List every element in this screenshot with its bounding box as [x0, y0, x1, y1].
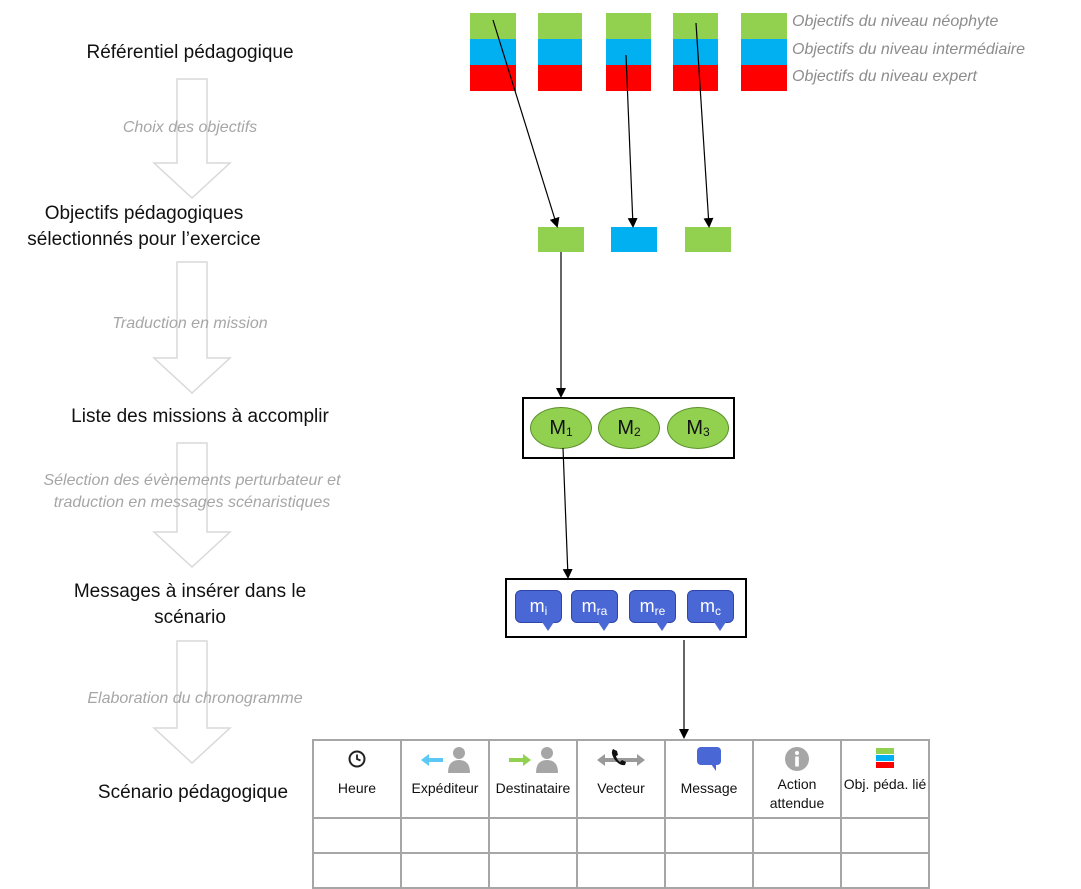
objective-cell-neophyte: [538, 13, 582, 39]
objective-stack-icon: [876, 748, 894, 768]
stage-scenario: Scénario pédagogique: [97, 782, 289, 803]
objective-cell-neophyte: [606, 13, 651, 39]
objective-cell-intermediaire: [606, 39, 651, 65]
message-mi-sub: i: [544, 603, 548, 618]
message-mc-sub: c: [715, 603, 721, 618]
objective-cell-intermediaire: [741, 39, 787, 65]
table-cell: [312, 817, 402, 854]
sender-person-icon: [421, 747, 470, 773]
message-mc-base: m: [700, 596, 715, 616]
message-mra-base: m: [581, 596, 597, 616]
connector-neophyte-to-selected: [492, 19, 560, 228]
stage-referentiel: Référentiel pédagogique: [86, 42, 294, 63]
table-cell: [400, 817, 490, 854]
objective-cell-neophyte: [470, 13, 516, 39]
table-header-objectif: Obj. péda. lié: [840, 739, 930, 819]
table-cell: [488, 817, 578, 854]
objective-cell-neophyte: [673, 13, 718, 39]
table-header-label: Vecteur: [597, 780, 645, 796]
flow-arrow-1: [152, 78, 232, 200]
selected-objective-intermediaire: [611, 227, 657, 252]
objective-cell-intermediaire: [673, 39, 718, 65]
stage-objectifs-selectionnes: Objectifs pédagogiques sélectionnés pour…: [27, 203, 261, 250]
selected-objective-neophyte: [538, 227, 584, 252]
objective-cell-neophyte: [741, 13, 787, 39]
table-row: [312, 817, 930, 854]
table-header-row: Heure Expéditeur: [312, 739, 930, 819]
info-icon: [785, 747, 809, 771]
table-header-label: Expéditeur: [411, 780, 479, 796]
message-mi-base: m: [529, 596, 545, 616]
legend-expert: Objectifs du niveau expert: [792, 68, 977, 85]
mission-m3-sub: 3: [702, 425, 710, 439]
recipient-person-icon: [509, 747, 558, 773]
step-traduction-mission: Traduction en mission: [112, 315, 268, 332]
stage-messages: Messages à insérer dans le scénario: [73, 581, 307, 628]
connector-missions-to-messages: [562, 447, 573, 579]
mission-m2-base: M: [617, 416, 634, 439]
table-cell: [576, 817, 666, 854]
table-header-label: Action attendue: [769, 776, 825, 811]
stage-missions: Liste des missions à accomplir: [71, 406, 329, 427]
mission-m1-sub: 1: [565, 425, 573, 439]
mission-m3-base: M: [686, 416, 703, 439]
step-selection-evenements: Sélection des évènements perturbateur et…: [43, 472, 341, 511]
objective-cell-expert: [673, 65, 718, 91]
table-header-expediteur: Expéditeur: [400, 739, 490, 819]
legend-neophyte: Objectifs du niveau néophyte: [792, 13, 999, 30]
mission-m1-base: M: [549, 416, 566, 439]
step-elaboration-chronogramme: Elaboration du chronogramme: [87, 690, 303, 707]
message-mre-base: m: [639, 596, 655, 616]
table-header-action: Action attendue: [752, 739, 842, 819]
objective-cell-expert: [741, 65, 787, 91]
table-cell: [752, 817, 842, 854]
table-header-message: Message: [664, 739, 754, 819]
table-header-heure: Heure: [312, 739, 402, 819]
mission-m2-sub: 2: [633, 425, 641, 439]
table-header-label: Obj. péda. lié: [843, 776, 927, 792]
flow-arrow-2: [152, 261, 232, 395]
message-mra-sub: ra: [596, 603, 608, 618]
objective-cell-intermediaire: [470, 39, 516, 65]
message-bubble-icon: [697, 747, 721, 771]
objective-cell-expert: [606, 65, 651, 91]
connector-intermediaire-to-selected: [625, 54, 638, 228]
clock-icon: [348, 750, 366, 768]
table-header-destinataire: Destinataire: [488, 739, 578, 819]
table-cell: [840, 817, 930, 854]
connector-neophyte2-to-selected: [695, 22, 714, 228]
flow-arrow-4: [152, 640, 232, 765]
phone-arrows-icon: [597, 749, 645, 766]
selected-objective-neophyte: [685, 227, 731, 252]
step-choix-objectifs: Choix des objectifs: [122, 119, 258, 136]
table-header-vecteur: Vecteur: [576, 739, 666, 819]
objective-cell-intermediaire: [538, 39, 582, 65]
legend-intermediaire: Objectifs du niveau intermédiaire: [792, 41, 1026, 58]
objective-cell-expert: [538, 65, 582, 91]
table-cell: [664, 817, 754, 854]
table-header-label: Heure: [337, 780, 377, 796]
flow-arrow-3: [152, 442, 232, 569]
scenario-table: Heure Expéditeur: [312, 739, 930, 889]
table-header-label: Destinataire: [495, 780, 571, 796]
message-mre-sub: re: [654, 603, 666, 618]
table-header-label: Message: [680, 780, 738, 796]
